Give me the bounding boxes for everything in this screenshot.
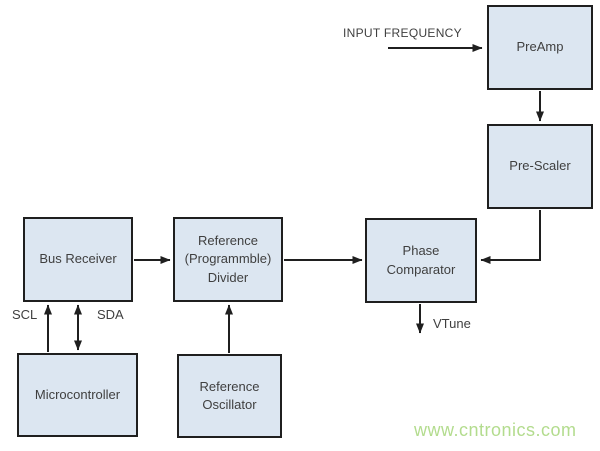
scl-label: SCL (12, 307, 38, 322)
watermark: www.cntronics.com (414, 420, 577, 440)
input-frequency-label: INPUT FREQUENCY (343, 26, 462, 40)
block-phase-comparator: Phase Comparator (365, 218, 477, 303)
block-bus-receiver: Bus Receiver (23, 217, 133, 302)
sda-label: SDA (97, 307, 124, 322)
arrow-prescaler-to-phase-comparator (480, 210, 541, 264)
block-prescaler: Pre-Scaler (487, 124, 593, 209)
vtune-label: VTune (433, 316, 471, 331)
block-reference-oscillator: Reference Oscillator (177, 354, 282, 438)
block-microcontroller: Microcontroller (17, 353, 138, 437)
block-preamp: PreAmp (487, 5, 593, 90)
block-reference-divider: Reference (Programmble) Divider (173, 217, 283, 302)
